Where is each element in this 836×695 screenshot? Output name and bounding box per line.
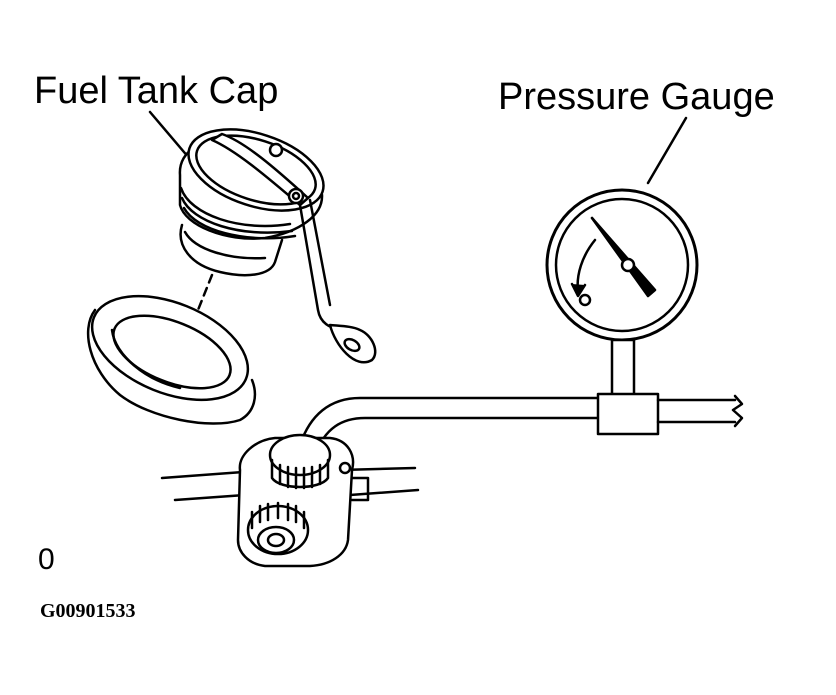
- figure-code-label: G00901533: [40, 600, 136, 622]
- gasket-ring: [77, 276, 263, 424]
- gauge-leader-line: [648, 118, 686, 183]
- test-hose: [300, 394, 742, 455]
- fuel-tank-cap: [178, 114, 375, 362]
- pressure-gauge-label: Pressure Gauge: [498, 76, 775, 118]
- pressure-gauge: [547, 190, 697, 396]
- filler-valve-assembly: [162, 435, 418, 566]
- zero-mark-label: 0: [38, 543, 55, 576]
- fuel-tank-cap-label: Fuel Tank Cap: [34, 70, 279, 112]
